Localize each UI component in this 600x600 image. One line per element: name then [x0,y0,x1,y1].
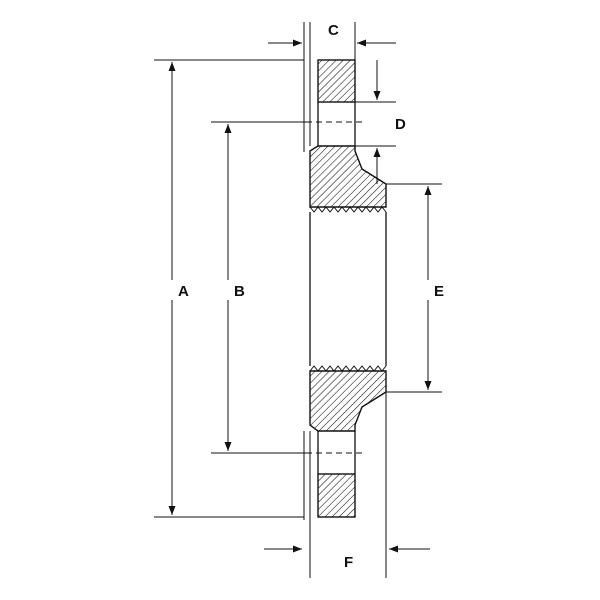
extension-lines [154,22,442,578]
dim-label-f: F [344,554,353,571]
top-thread [309,206,387,213]
top-bolt-segment [317,59,356,103]
top-hub-section [309,145,387,208]
dim-label-c: C [328,22,339,39]
dim-label-a: A [178,283,189,300]
top-bolt-hole [306,101,362,147]
bottom-bolt-hole [306,431,362,475]
dim-label-b: B [234,283,245,300]
flange-section [306,59,387,518]
bottom-hub-section [309,370,387,432]
bottom-bolt-segment [317,473,356,518]
dim-label-d: D [395,116,406,133]
dimension-arrows [168,39,432,553]
dim-label-e: E [434,283,444,300]
bottom-thread [309,365,387,372]
